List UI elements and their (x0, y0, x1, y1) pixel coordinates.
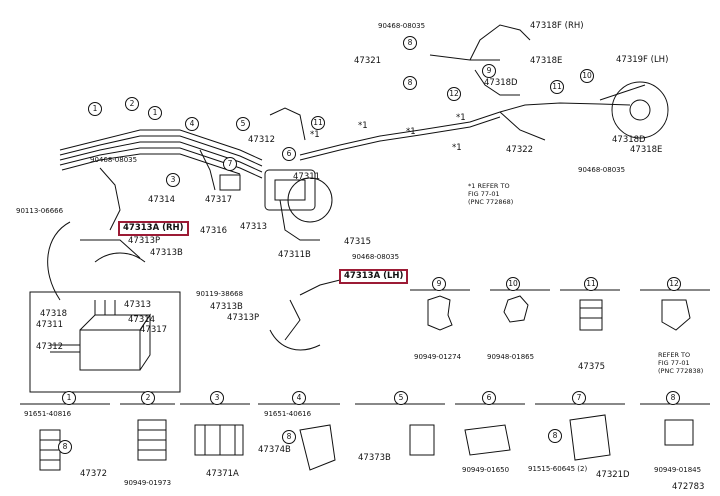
callout-10: 10 (580, 69, 594, 83)
label-47313P-lower: 47313P (227, 313, 260, 323)
detail-row2-5-callout: 5 (394, 391, 408, 405)
label-47313B-lower: 47313B (210, 302, 243, 312)
detail-row2-1-callout: 1 (62, 391, 76, 405)
detail-9-callout: 9 (432, 277, 446, 291)
detail-row2-7-bottom: 47321D (596, 470, 630, 480)
label-47317: 47317 (205, 195, 233, 205)
highlight-47313A-RH[interactable]: 47313A (RH) (118, 221, 189, 236)
callout-8a: 8 (403, 36, 417, 50)
label-47319F-LH: 47319F (LH) (616, 55, 669, 65)
callout-11b: 11 (550, 80, 564, 94)
label-47318E-right: 47318E (630, 145, 663, 155)
inset-47318: 47318 (40, 309, 68, 319)
label-90468-08035-mid: 90468-08035 (352, 253, 400, 261)
refer-note: *1 REFER TO FIG 77-01 (PNC 772868) (468, 182, 514, 206)
callout-6: 6 (282, 147, 296, 161)
detail-11-callout: 11 (584, 277, 598, 291)
diagram-number: 472783 (672, 482, 705, 492)
detail-row2-7-clip-callout: 8 (548, 429, 562, 443)
label-90468-08035-top: 90468-08035 (378, 22, 426, 30)
label-47315: 47315 (344, 237, 372, 247)
label-47314: 47314 (148, 195, 176, 205)
inset-47317: 47317 (140, 325, 168, 335)
label-47318D-right: 47318D (612, 135, 646, 145)
label-star1-d: *1 (456, 113, 466, 123)
detail-row2-5-bottom: 47373B (358, 453, 391, 463)
callout-8b: 8 (403, 76, 417, 90)
label-47322: 47322 (506, 145, 534, 155)
detail-row2-4-callout: 4 (292, 391, 306, 405)
callout-9: 9 (482, 64, 496, 78)
detail-row2-7-callout: 7 (572, 391, 586, 405)
label-47318E-top: 47318E (530, 56, 563, 66)
detail-row2-3-callout: 3 (210, 391, 224, 405)
label-47311: 47311 (293, 172, 321, 182)
label-47312: 47312 (248, 135, 276, 145)
detail-11-part: 47375 (578, 362, 606, 372)
label-47313P-upper: 47313P (128, 236, 161, 246)
label-47321: 47321 (354, 56, 382, 66)
inset-47314: 47314 (128, 315, 156, 325)
detail-row2-4-bottom: 47374B (258, 445, 291, 455)
detail-10-part: 90948-01865 (487, 353, 535, 361)
detail-row2-2-callout: 2 (141, 391, 155, 405)
label-90468-08035-right: 90468-08035 (578, 166, 626, 174)
label-90468-08035-left: 90468-08035 (90, 156, 138, 164)
detail-row2-6-bottom: 90949-01650 (462, 466, 510, 474)
label-47316: 47316 (200, 226, 228, 236)
label-47311B: 47311B (278, 250, 311, 260)
callout-2: 2 (125, 97, 139, 111)
label-star1-c: *1 (406, 127, 416, 137)
callout-7: 7 (223, 157, 237, 171)
highlight-47313A-LH[interactable]: 47313A (LH) (339, 269, 409, 284)
callout-3: 3 (166, 173, 180, 187)
detail-row2-4-top: 91651-40616 (264, 410, 312, 418)
label-90119-38668: 90119-38668 (196, 290, 244, 298)
label-47313: 47313 (240, 222, 268, 232)
label-star1-b: *1 (358, 121, 368, 131)
label-star1-e: *1 (452, 143, 462, 153)
callout-5: 5 (236, 117, 250, 131)
detail-10-callout: 10 (506, 277, 520, 291)
detail-row2-6-callout: 6 (482, 391, 496, 405)
inset-47313: 47313 (124, 300, 152, 310)
detail-9-part: 90949-01274 (414, 353, 462, 361)
callout-1: 1 (88, 102, 102, 116)
detail-row2-8-callout: 8 (666, 391, 680, 405)
detail-12-callout: 12 (667, 277, 681, 291)
detail-row2-3-bottom: 47371A (206, 469, 239, 479)
label-47318D-top: 47318D (484, 78, 518, 88)
detail-row2-1-top: 91651-40816 (24, 410, 72, 418)
label-47313B-upper: 47313B (150, 248, 183, 258)
callout-4: 4 (185, 117, 199, 131)
label-star1-a: *1 (310, 130, 320, 140)
callout-12: 12 (447, 87, 461, 101)
label-90113-06666: 90113-06666 (16, 207, 64, 215)
callout-1b: 1 (148, 106, 162, 120)
detail-row2-2-bottom: 90949-01973 (124, 479, 172, 487)
inset-47311: 47311 (36, 320, 64, 330)
detail-row2-4-clip-callout: 8 (282, 430, 296, 444)
inset-47312: 47312 (36, 342, 64, 352)
detail-row2-8-bottom: 90949-01845 (654, 466, 702, 474)
detail-row2-1-bottom: 47372 (80, 469, 108, 479)
detail-row2-7-top: 91515-60645 (2) (528, 465, 588, 473)
detail-12-part: REFER TO FIG 77-01 (PNC 772838) (658, 351, 704, 375)
callout-11: 11 (311, 116, 325, 130)
label-47318F-RH: 47318F (RH) (530, 21, 584, 31)
detail-row2-1-clip-callout: 8 (58, 440, 72, 454)
